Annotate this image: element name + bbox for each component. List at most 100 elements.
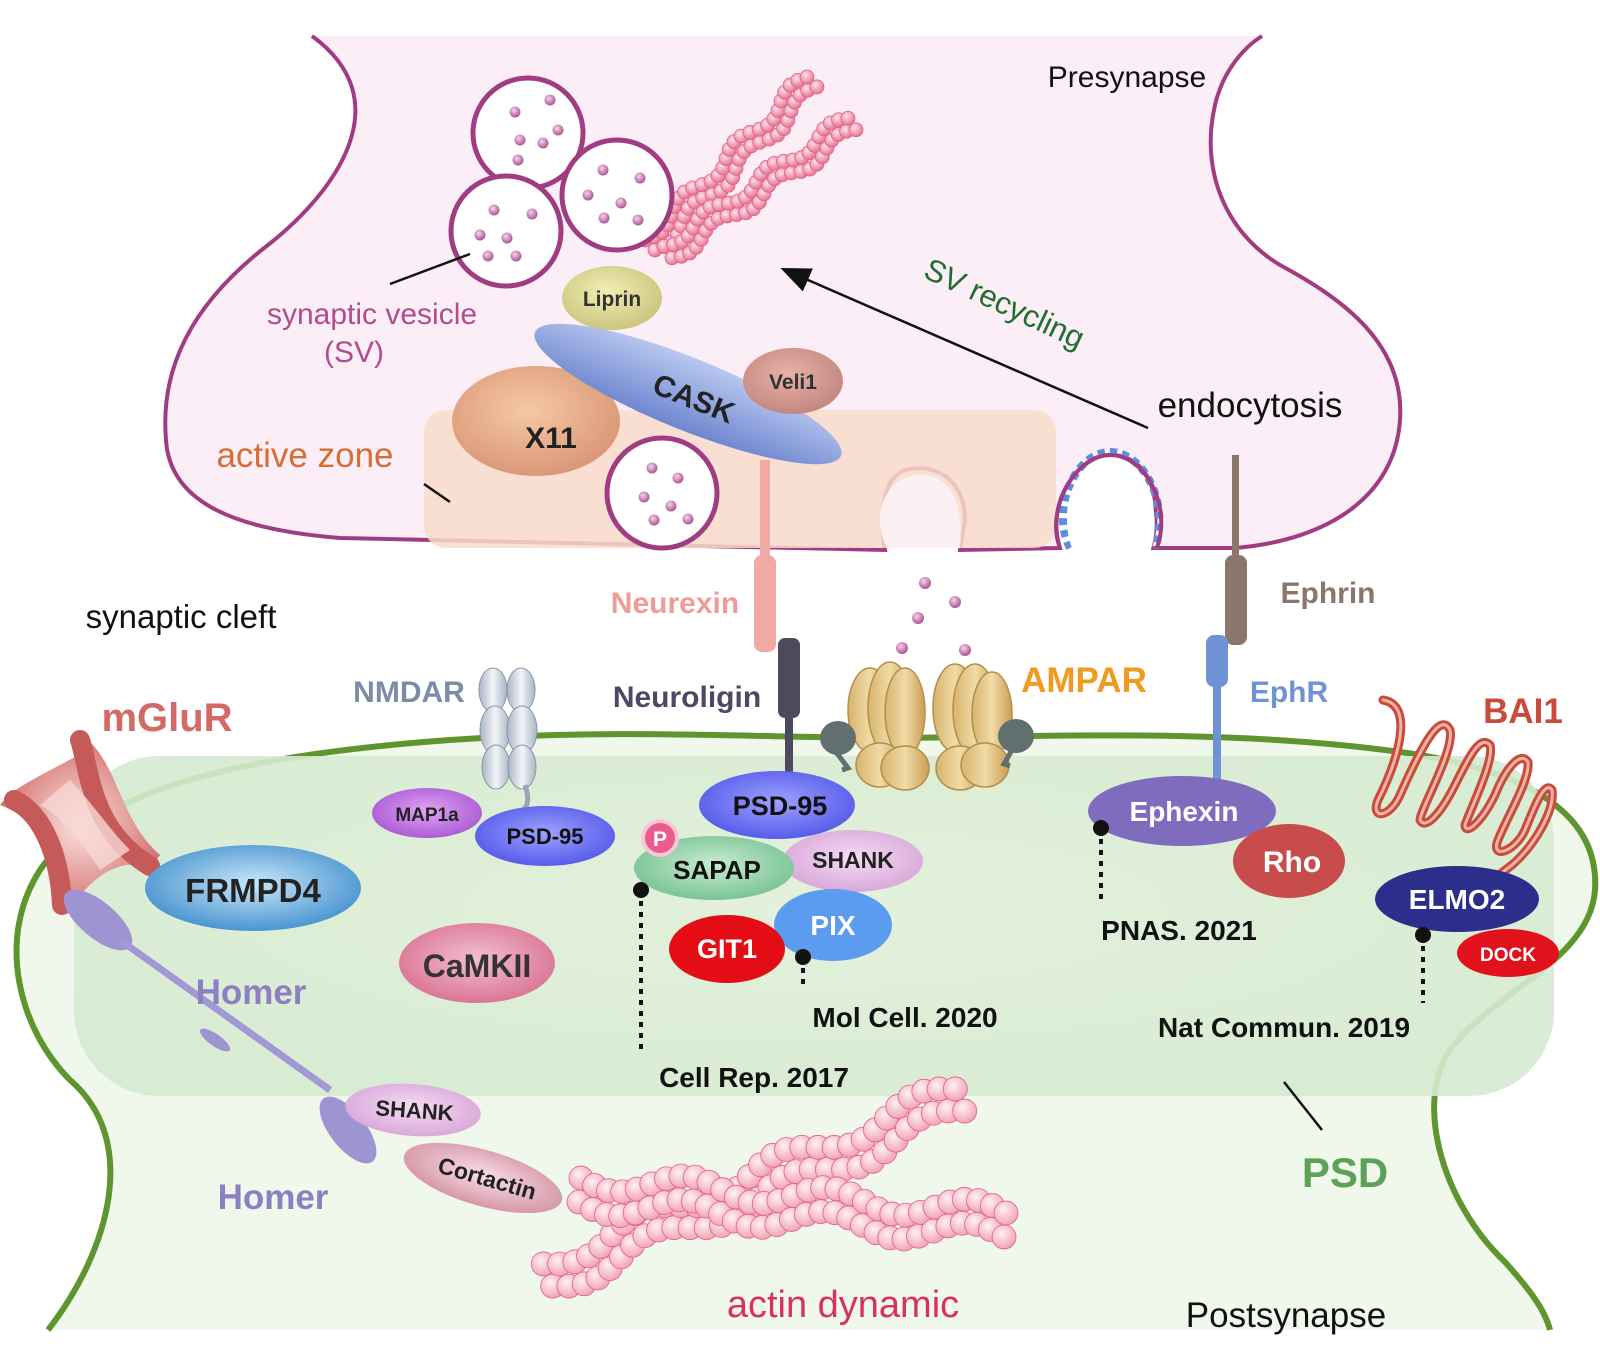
psd-pointer bbox=[1283, 1081, 1323, 1131]
sapap-label: SAPAP bbox=[673, 855, 761, 885]
ephrin-label: Ephrin bbox=[1281, 577, 1376, 610]
map1a-label: MAP1a bbox=[395, 805, 459, 826]
neurotransmitter-dot bbox=[682, 513, 694, 525]
neurotransmitter-dot bbox=[646, 462, 658, 474]
reference-nat-commun: Nat Commun. 2019 bbox=[1158, 1012, 1410, 1043]
bai1-label: BAI1 bbox=[1483, 692, 1563, 731]
neurotransmitter-dot bbox=[672, 472, 684, 484]
homer-scaffold bbox=[63, 889, 377, 1164]
neurotransmitter-dot bbox=[488, 204, 500, 216]
neurotransmitter-dot bbox=[598, 212, 610, 224]
reference-mol-cell: Mol Cell. 2020 bbox=[812, 1002, 997, 1033]
actin-bead bbox=[848, 122, 864, 138]
neurotransmitter-dot bbox=[634, 172, 646, 184]
neurotransmitter-dot bbox=[526, 208, 538, 220]
neuroligin-stalk bbox=[785, 718, 793, 780]
endocytic-pit-membrane bbox=[1054, 452, 1164, 549]
git1-label: GIT1 bbox=[697, 934, 757, 964]
synaptic-vesicle-cluster bbox=[448, 75, 720, 551]
rho-label: Rho bbox=[1263, 846, 1321, 879]
actin-bead bbox=[993, 1200, 1019, 1226]
reference-pointers bbox=[633, 820, 1431, 1052]
ephr-label: EphR bbox=[1250, 676, 1329, 709]
phospho-label: P bbox=[653, 828, 667, 851]
postsynaptic-actin-filament bbox=[530, 1076, 1019, 1299]
synaptic-cleft-label: synaptic cleft bbox=[86, 598, 277, 635]
ephexin-label: Ephexin bbox=[1130, 796, 1239, 827]
neurotransmitter-dot bbox=[510, 250, 522, 262]
git1-protein bbox=[669, 915, 785, 983]
liprin-label: Liprin bbox=[583, 288, 641, 311]
cask-protein bbox=[534, 323, 842, 465]
endocytosis-label: endocytosis bbox=[1158, 386, 1343, 425]
psd95-center-protein bbox=[699, 771, 855, 839]
synaptic-vesicle-pointer bbox=[389, 252, 471, 286]
sv-recycling-arrow bbox=[780, 268, 1149, 430]
pix-protein bbox=[774, 889, 892, 961]
neurotransmitter-dot bbox=[615, 197, 627, 209]
frmpd4-label: FRMPD4 bbox=[185, 872, 321, 909]
reference-pnas: PNAS. 2021 bbox=[1101, 915, 1257, 946]
mglur-label: mGluR bbox=[101, 696, 232, 740]
neurotransmitter-dot bbox=[582, 189, 594, 201]
endocytic-pit bbox=[1067, 458, 1155, 552]
bai1-receptor bbox=[1371, 695, 1557, 883]
veli1-label: Veli1 bbox=[769, 371, 817, 394]
active-zone-label: active zone bbox=[216, 436, 393, 475]
released-neurotransmitters bbox=[896, 577, 971, 656]
released-neurotransmitter-dot bbox=[959, 644, 971, 656]
postsynapse-label: Postsynapse bbox=[1186, 1296, 1386, 1335]
released-neurotransmitter-dot bbox=[919, 577, 931, 589]
camkii-protein bbox=[399, 923, 555, 1003]
x11-protein bbox=[452, 366, 620, 476]
released-neurotransmitter-dot bbox=[949, 596, 961, 608]
psd95-nmdar-protein bbox=[475, 806, 615, 866]
sapap-protein bbox=[634, 836, 794, 900]
camkii-label: CaMKII bbox=[423, 948, 531, 984]
ephr-stalk bbox=[1213, 685, 1221, 783]
synaptic-vesicle-label-line2: (SV) bbox=[324, 336, 384, 369]
actin-bead bbox=[799, 69, 815, 85]
clathrin-coat bbox=[1058, 447, 1164, 550]
rho-protein bbox=[1233, 824, 1345, 898]
shank-lower-label: SHANK bbox=[375, 1095, 455, 1125]
pix-label: PIX bbox=[810, 910, 855, 941]
synaptic-vesicle bbox=[448, 173, 564, 289]
psd95-center-label: PSD-95 bbox=[733, 791, 828, 821]
neurotransmitter-dot bbox=[665, 500, 677, 512]
neurotransmitter-dot bbox=[514, 134, 526, 146]
synaptic-vesicle-label-line1: synaptic vesicle bbox=[267, 298, 477, 331]
phosphorylation-badge bbox=[641, 819, 679, 857]
psd-label: PSD bbox=[1302, 1149, 1388, 1196]
neurexin-domain bbox=[754, 555, 776, 652]
ephrin-domain bbox=[1225, 555, 1247, 645]
nmdar-label: NMDAR bbox=[353, 676, 465, 709]
dock-label: DOCK bbox=[1480, 945, 1536, 966]
frmpd4-protein bbox=[145, 845, 361, 931]
veli1-protein bbox=[743, 348, 843, 414]
shank-center-protein bbox=[783, 830, 923, 892]
reference-cell-rep: Cell Rep. 2017 bbox=[659, 1062, 849, 1093]
shank-center-label: SHANK bbox=[812, 847, 894, 873]
neurotransmitter-dot bbox=[632, 214, 644, 226]
ephexin-protein bbox=[1088, 776, 1276, 846]
actin-dynamic-label: actin dynamic bbox=[727, 1284, 959, 1326]
synaptic-vesicle bbox=[559, 137, 675, 253]
presynaptic-actin-filament bbox=[637, 69, 864, 266]
x11-label: X11 bbox=[525, 422, 577, 455]
elmo2-protein bbox=[1375, 866, 1539, 932]
neurotransmitter-dot bbox=[474, 229, 486, 241]
neurotransmitter-dot bbox=[509, 106, 521, 118]
actin-bead bbox=[840, 110, 856, 126]
neurotransmitter-dot bbox=[597, 164, 609, 176]
fusing-vesicle bbox=[879, 474, 961, 548]
ephr-domain bbox=[1206, 635, 1228, 687]
neurexin-label: Neurexin bbox=[611, 587, 739, 620]
released-neurotransmitter-dot bbox=[912, 612, 924, 624]
presynapse-label: Presynapse bbox=[1048, 61, 1206, 94]
homer-label-2: Homer bbox=[218, 1178, 329, 1217]
actin-bead bbox=[952, 1098, 978, 1124]
dock-protein bbox=[1457, 929, 1559, 977]
